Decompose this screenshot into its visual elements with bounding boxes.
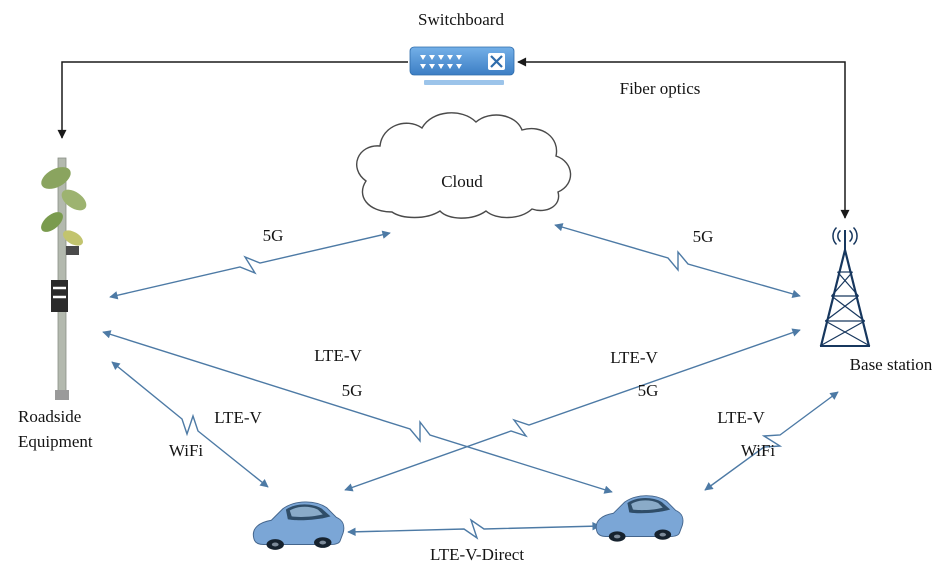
car-left-icon	[252, 501, 345, 551]
link-roadside-cloud-5g	[109, 230, 391, 300]
roadside-equipment-icon	[41, 157, 87, 400]
roadside-equipment-label: Roadside Equipment	[18, 404, 93, 454]
link-ltev-direct-label: LTE-V-Direct	[429, 545, 525, 564]
fiber-link-switch-basestation	[517, 57, 850, 219]
link-5g-right-label: 5G	[692, 227, 714, 246]
base-station-label: Base station	[849, 355, 933, 374]
switchboard-icon	[409, 46, 515, 85]
link-cloud-basestation-5g	[554, 223, 801, 298]
base-station-icon	[819, 226, 871, 347]
link-car-car-ltev-direct	[347, 518, 601, 540]
link-basestation-rightcar-ltev-wifi	[704, 391, 839, 491]
fiber-optics-label: Fiber optics	[619, 79, 701, 98]
link-5g-mid-left-label: 5G	[341, 381, 363, 400]
cloud-label: Cloud	[441, 172, 483, 191]
roadside-equipment-label-line2: Equipment	[18, 432, 93, 451]
cloud-shape	[356, 112, 572, 219]
link-roadside-leftcar-ltev-wifi	[111, 361, 269, 488]
link-5g-left-label: 5G	[262, 226, 284, 245]
roadside-equipment-label-line1: Roadside	[18, 407, 82, 426]
switchboard-label: Switchboard	[418, 10, 504, 29]
link-wifi-right-label: WiFi	[740, 441, 776, 460]
link-ltev-short-left-label: LTE-V	[214, 408, 262, 427]
link-ltev-short-right-label: LTE-V	[717, 408, 765, 427]
link-wifi-left-label: WiFi	[168, 441, 204, 460]
link-ltev-mid-right-label: LTE-V	[610, 348, 658, 367]
link-ltev-mid-left-label: LTE-V	[314, 346, 362, 365]
car-right-icon	[595, 495, 684, 543]
fiber-link-switch-roadside	[57, 61, 408, 139]
link-basestation-leftcar-ltev-5g	[344, 328, 801, 492]
link-5g-mid-right-label: 5G	[637, 381, 659, 400]
